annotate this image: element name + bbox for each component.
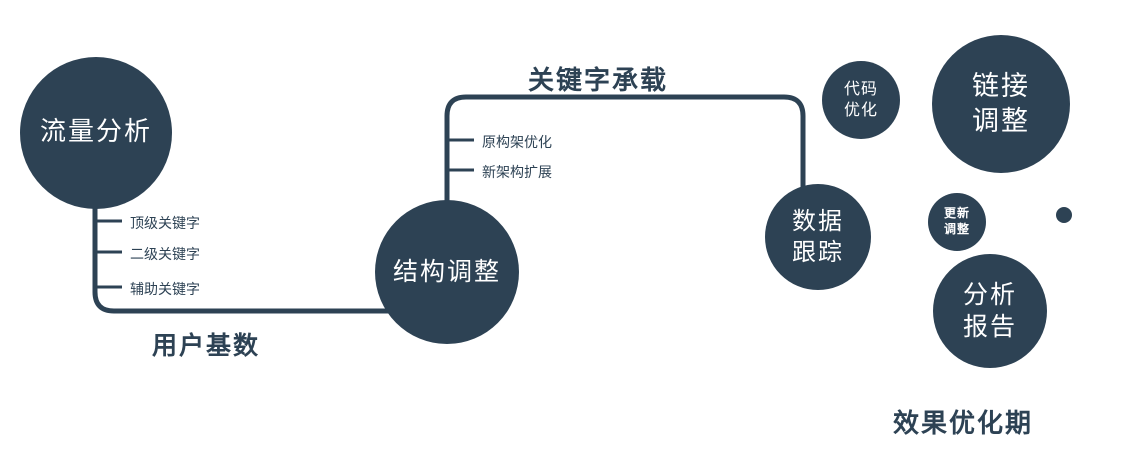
node-data-tracking: 数据 跟踪 <box>765 184 871 290</box>
node-update-adjustment: 更新 调整 <box>928 193 986 251</box>
node-data-tracking-line1: 数据 <box>792 206 844 235</box>
tick-label-auxiliary-keywords: 辅助关键字 <box>130 282 200 298</box>
node-traffic-analysis: 流量分析 <box>20 57 172 209</box>
connector-path-top <box>444 94 806 215</box>
edge-label-effect-optimization-period: 效果优化期 <box>893 409 1034 439</box>
node-link-adjustment-line1: 链接 <box>972 70 1030 102</box>
node-structure-adjustment-label: 结构调整 <box>392 256 501 286</box>
node-code-optimization-line1: 代码 <box>843 79 878 99</box>
node-code-optimization-line2: 优化 <box>843 100 878 119</box>
node-update-adjustment-line2: 调整 <box>943 222 970 236</box>
node-structure-adjustment: 结构调整 <box>375 200 519 344</box>
small-dot-marker <box>1056 207 1072 223</box>
tick-label-secondary-keywords: 二级关键字 <box>130 247 200 263</box>
tick-label-new-architecture: 新架构扩展 <box>482 165 552 181</box>
tick-label-original-architecture: 原构架优化 <box>482 135 552 151</box>
node-analysis-report-line2: 报告 <box>962 312 1017 341</box>
node-analysis-report-line1: 分析 <box>962 279 1017 309</box>
node-analysis-report: 分析 报告 <box>933 254 1047 368</box>
node-update-adjustment-line1: 更新 <box>943 206 970 221</box>
edge-label-user-base: 用户基数 <box>152 331 261 360</box>
node-code-optimization: 代码 优化 <box>822 61 900 139</box>
tick-label-top-keywords: 顶级关键字 <box>130 216 200 232</box>
edge-label-keyword-load: 关键字承载 <box>528 66 669 96</box>
node-link-adjustment: 链接 调整 <box>932 35 1070 173</box>
node-link-adjustment-line2: 调整 <box>972 106 1030 137</box>
node-data-tracking-line2: 跟踪 <box>792 238 844 266</box>
connector-path-bottom <box>92 180 430 314</box>
node-traffic-analysis-label: 流量分析 <box>39 117 152 148</box>
